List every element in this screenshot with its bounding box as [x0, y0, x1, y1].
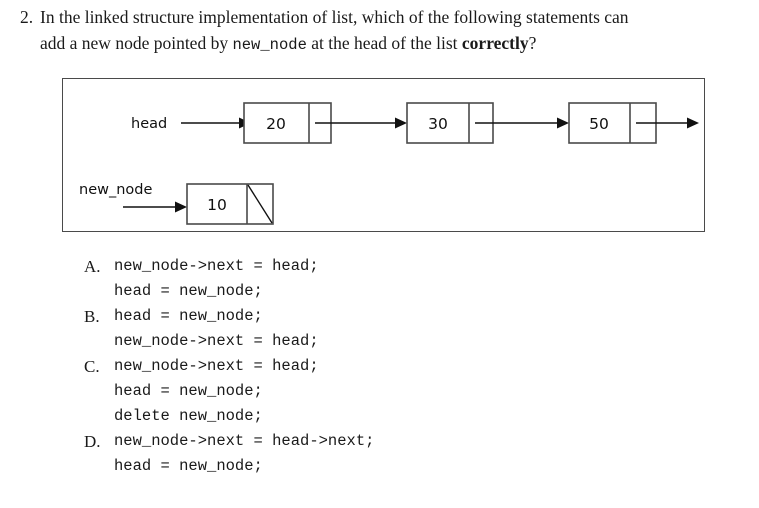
question-line-1-text: In the linked structure implementation o…	[40, 7, 629, 27]
list-node-2-value: 50	[589, 115, 609, 133]
answer-option-c-code: new_node->next = head; head = new_node; …	[114, 354, 684, 429]
link-arrow-0-to-1	[315, 117, 407, 129]
answer-option-d[interactable]: D. new_node->next = head->next; head = n…	[84, 429, 684, 479]
answer-option-b-letter: B.	[84, 307, 100, 326]
question-line-2-prefix: add a new node pointed by	[40, 33, 233, 53]
question-identifier-new-node: new_node	[232, 36, 307, 54]
answer-option-c[interactable]: C. new_node->next = head; head = new_nod…	[84, 354, 684, 429]
question-line-2: add a new node pointed by new_node at th…	[40, 30, 744, 58]
answer-option-d-letter: D.	[84, 432, 101, 451]
answer-option-b-line-1: new_node->next = head;	[114, 332, 319, 350]
answer-option-c-line-1: head = new_node;	[114, 382, 263, 400]
link-arrow-1-to-2	[475, 117, 569, 129]
answer-option-a[interactable]: A. new_node->next = head; head = new_nod…	[84, 254, 684, 304]
list-node-2: 50	[568, 102, 657, 144]
question-line-2-middle: at the head of the list	[306, 33, 462, 53]
answer-option-b-code: head = new_node; new_node->next = head;	[114, 304, 684, 354]
answer-options-list: A. new_node->next = head; head = new_nod…	[84, 254, 684, 479]
question-line-2-suffix: ?	[528, 33, 537, 53]
list-node-1-value: 30	[428, 115, 448, 133]
answer-option-d-code: new_node->next = head->next; head = new_…	[114, 429, 684, 479]
linked-list-diagram: head 20 30 50	[62, 78, 705, 232]
answer-option-c-letter: C.	[84, 357, 100, 376]
question-number: 2.	[20, 7, 34, 27]
list-node-0-value: 20	[266, 115, 286, 133]
head-pointer-label: head	[131, 116, 167, 132]
answer-option-c-line-2: delete new_node;	[114, 407, 263, 425]
head-arrow	[181, 117, 251, 129]
new-node-arrow	[123, 201, 187, 213]
answer-option-a-letter: A.	[84, 257, 101, 276]
null-pointer-slash-icon	[247, 184, 273, 224]
answer-option-b[interactable]: B. head = new_node; new_node->next = hea…	[84, 304, 684, 354]
answer-option-b-line-0: head = new_node;	[114, 307, 263, 325]
new-node-value: 10	[207, 196, 227, 214]
answer-option-a-code: new_node->next = head; head = new_node;	[114, 254, 684, 304]
answer-option-d-line-1: head = new_node;	[114, 457, 263, 475]
linked-list-svg: head 20 30 50	[79, 102, 699, 225]
answer-option-d-line-0: new_node->next = head->next;	[114, 432, 375, 450]
question-block: 2. In the linked structure implementatio…	[14, 4, 744, 58]
new-node-pointer-label: new_node	[79, 182, 152, 198]
new-node-box: 10	[186, 183, 274, 225]
question-line-1: 2. In the linked structure implementatio…	[14, 4, 744, 30]
question-emphasis-correctly: correctly	[461, 33, 529, 53]
answer-option-a-line-0: new_node->next = head;	[114, 257, 319, 275]
answer-option-a-line-1: head = new_node;	[114, 282, 263, 300]
answer-option-c-line-0: new_node->next = head;	[114, 357, 319, 375]
link-arrow-2-to-tail	[636, 117, 699, 129]
